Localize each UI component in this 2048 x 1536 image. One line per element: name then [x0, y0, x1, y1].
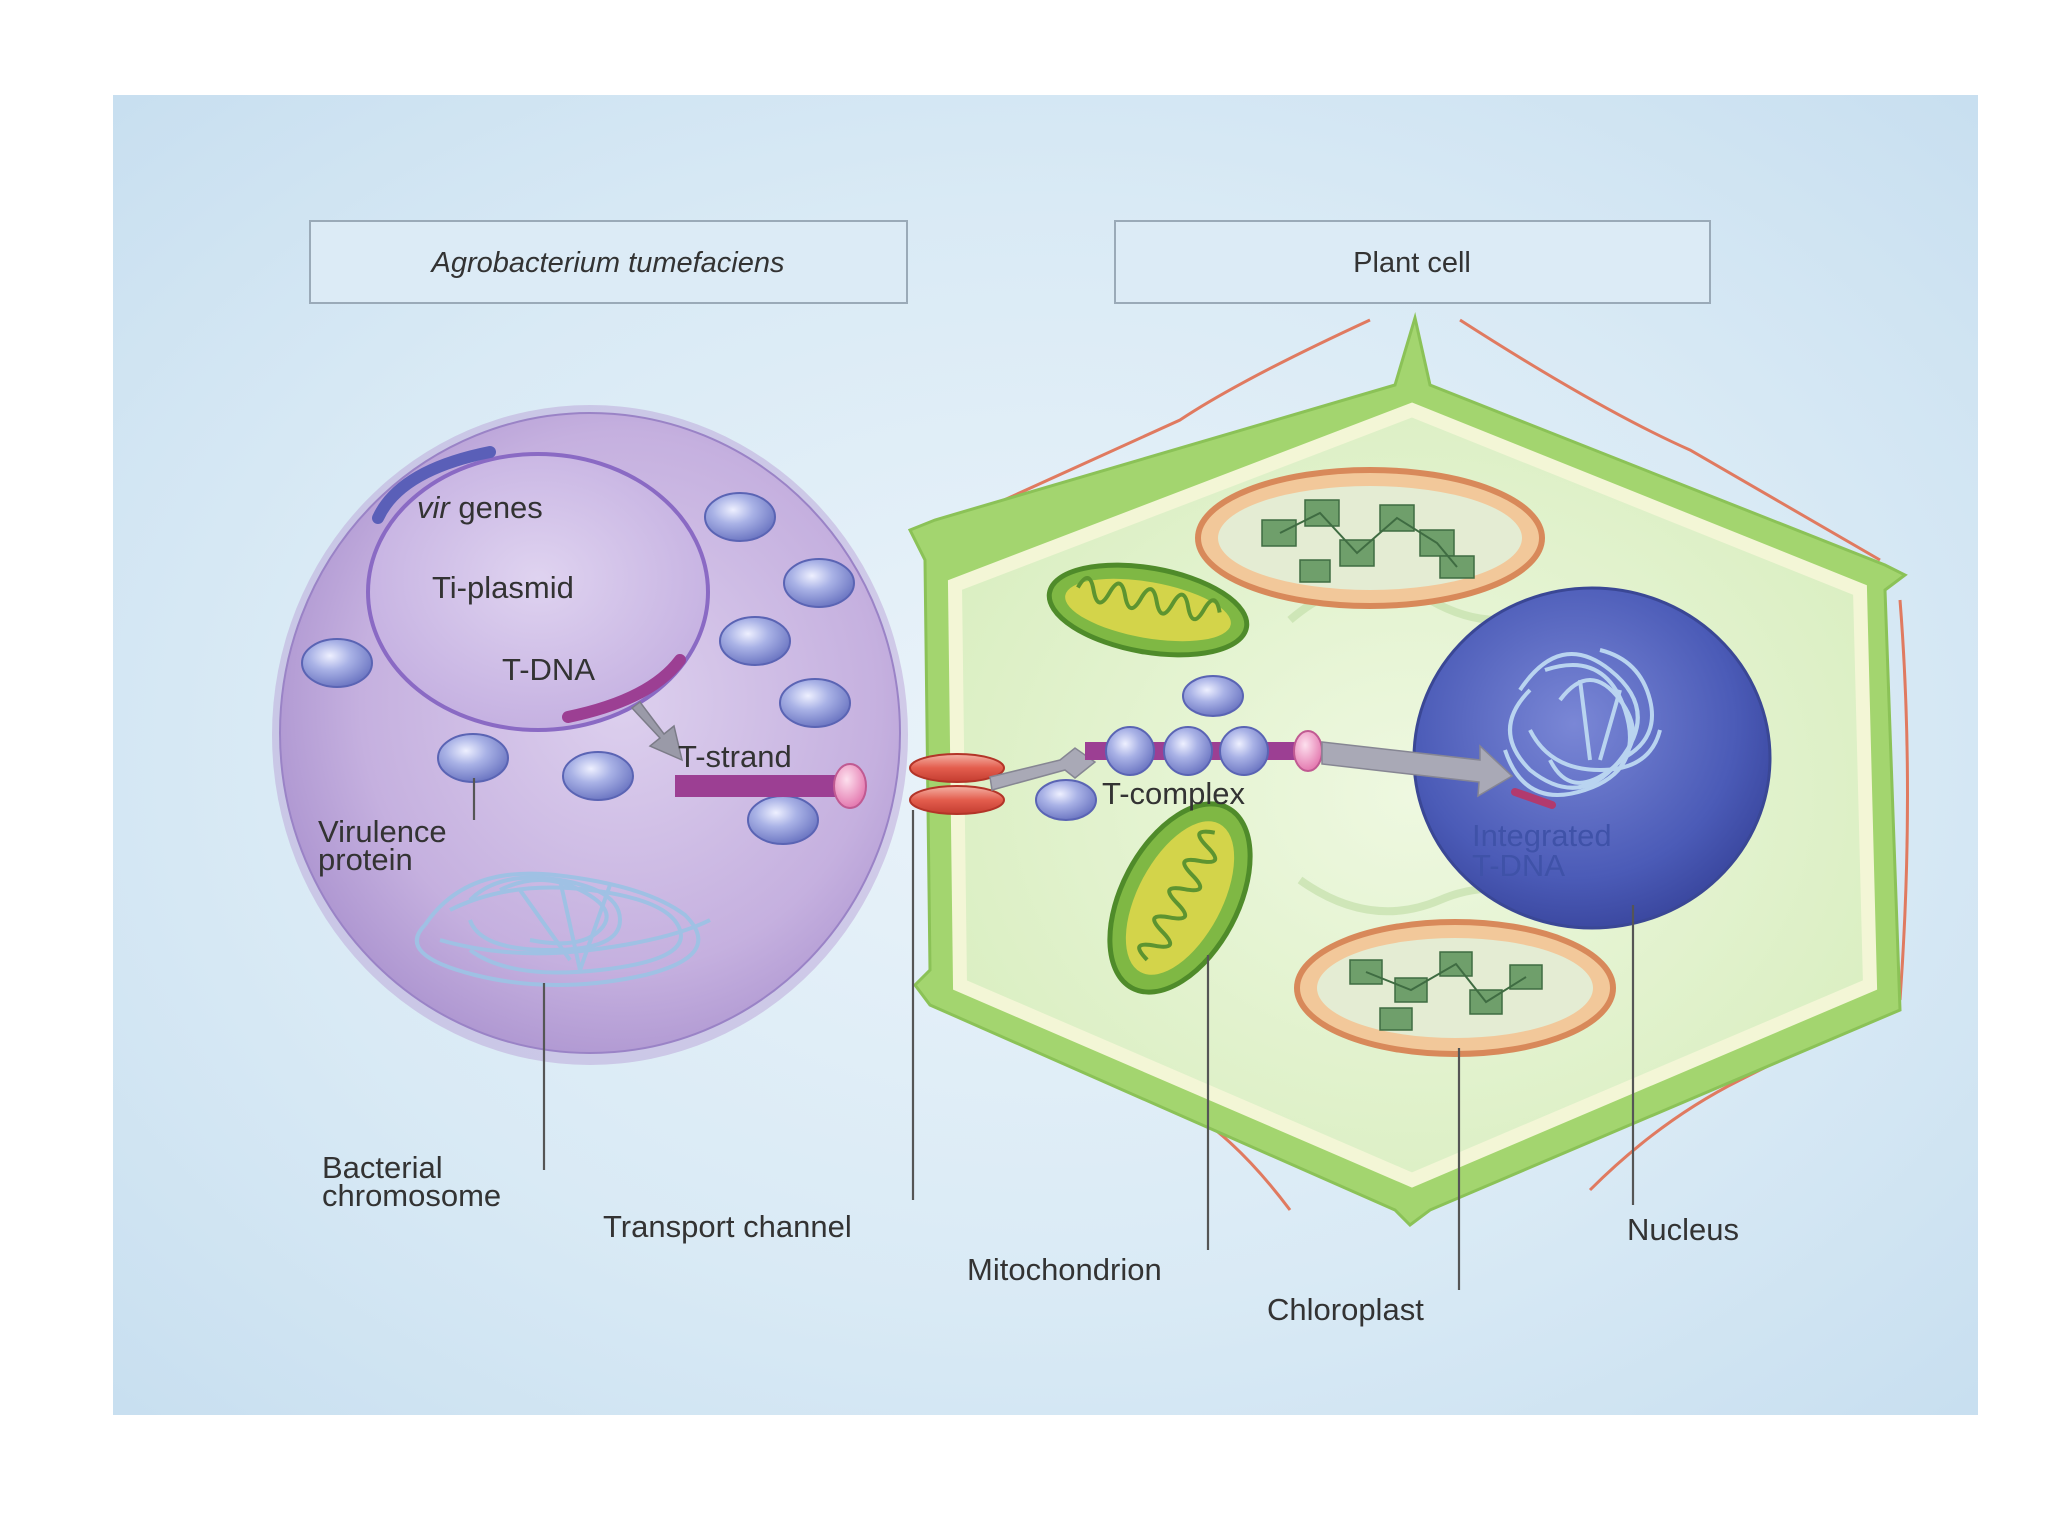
protein-bead: [562, 751, 634, 801]
protein-bead: [747, 795, 819, 845]
protein-bead: [1182, 675, 1244, 717]
label-bacterial-chromosome-line2: chromosome: [322, 1178, 501, 1213]
header-plant-cell-title: Plant cell: [1353, 247, 1471, 279]
protein-bead: [301, 638, 373, 688]
vir-genes-region: [372, 446, 496, 524]
agrobacterium-cell: [272, 405, 908, 1065]
header-bacterium-title: Agrobacterium tumefaciens: [430, 247, 785, 279]
bacterial-chromosome-coil: [414, 871, 711, 987]
label-mitochondrion: Mitochondrion: [967, 1252, 1162, 1287]
protein-bead: [1163, 726, 1213, 776]
protein-bead: [719, 616, 791, 666]
label-vir-genes-text: vir genes: [417, 490, 543, 525]
neighbour-membrane-bottom-right: [1588, 1008, 1881, 1192]
header-plant-cell: Plant cell: [1114, 220, 1711, 304]
t-dna-excision-arrow: [630, 700, 684, 762]
protein-bead: [704, 492, 776, 542]
label-bacterial-chromosome-line1: Bacterial: [322, 1150, 443, 1185]
label-integrated-t-dna-line2: T-DNA: [1472, 848, 1565, 883]
transport-channel: [909, 753, 1005, 815]
header-bacterium: Agrobacterium tumefaciens: [309, 220, 908, 304]
label-nucleus: Nucleus: [1627, 1212, 1739, 1247]
protein-bead: [437, 733, 509, 783]
label-t-strand: T-strand: [678, 739, 792, 774]
protein-bead: [1219, 726, 1269, 776]
neighbour-membrane-right: [1898, 599, 1909, 1001]
mitochondrion-bottom: [1107, 801, 1253, 995]
label-virulence-protein-line2: protein: [318, 842, 413, 877]
label-integrated-t-dna-line1: Integrated: [1472, 818, 1612, 853]
label-t-dna: T-DNA: [502, 652, 595, 687]
label-ti-plasmid: Ti-plasmid: [432, 570, 574, 605]
t-strand: [675, 775, 845, 797]
import-arrow: [989, 747, 1097, 791]
chloroplast-top: [1195, 467, 1545, 609]
neighbour-membrane-top-left: [959, 318, 1371, 522]
label-virulence-protein-line1: Virulence: [318, 814, 447, 849]
protein-bead: [783, 558, 855, 608]
neighbour-membrane-top-right: [1459, 318, 1881, 562]
nuclear-dna-coil: [1503, 648, 1662, 797]
mitochondrion-top: [1046, 562, 1250, 658]
protein-bead: [1105, 726, 1155, 776]
label-transport-channel: Transport channel: [603, 1209, 852, 1244]
t-complex-pilot-protein: [1293, 730, 1323, 772]
chloroplast-bottom: [1294, 919, 1616, 1057]
label-chloroplast: Chloroplast: [1267, 1292, 1424, 1327]
plant-cell: [907, 312, 1909, 1227]
t-strand-pilot-protein: [833, 763, 867, 809]
protein-bead: [1035, 779, 1097, 821]
integrated-t-dna-segment: [1511, 788, 1556, 809]
protein-bead: [779, 678, 851, 728]
label-t-complex: T-complex: [1102, 776, 1245, 811]
nucleus: [1412, 586, 1772, 930]
nuclear-import-arrow: [1321, 741, 1514, 798]
virulence-proteins: [301, 492, 855, 845]
label-vir-genes: vir genes: [417, 490, 543, 525]
t-complex: [1035, 675, 1323, 821]
t-dna-region: [562, 654, 686, 723]
ti-plasmid: [366, 452, 710, 732]
